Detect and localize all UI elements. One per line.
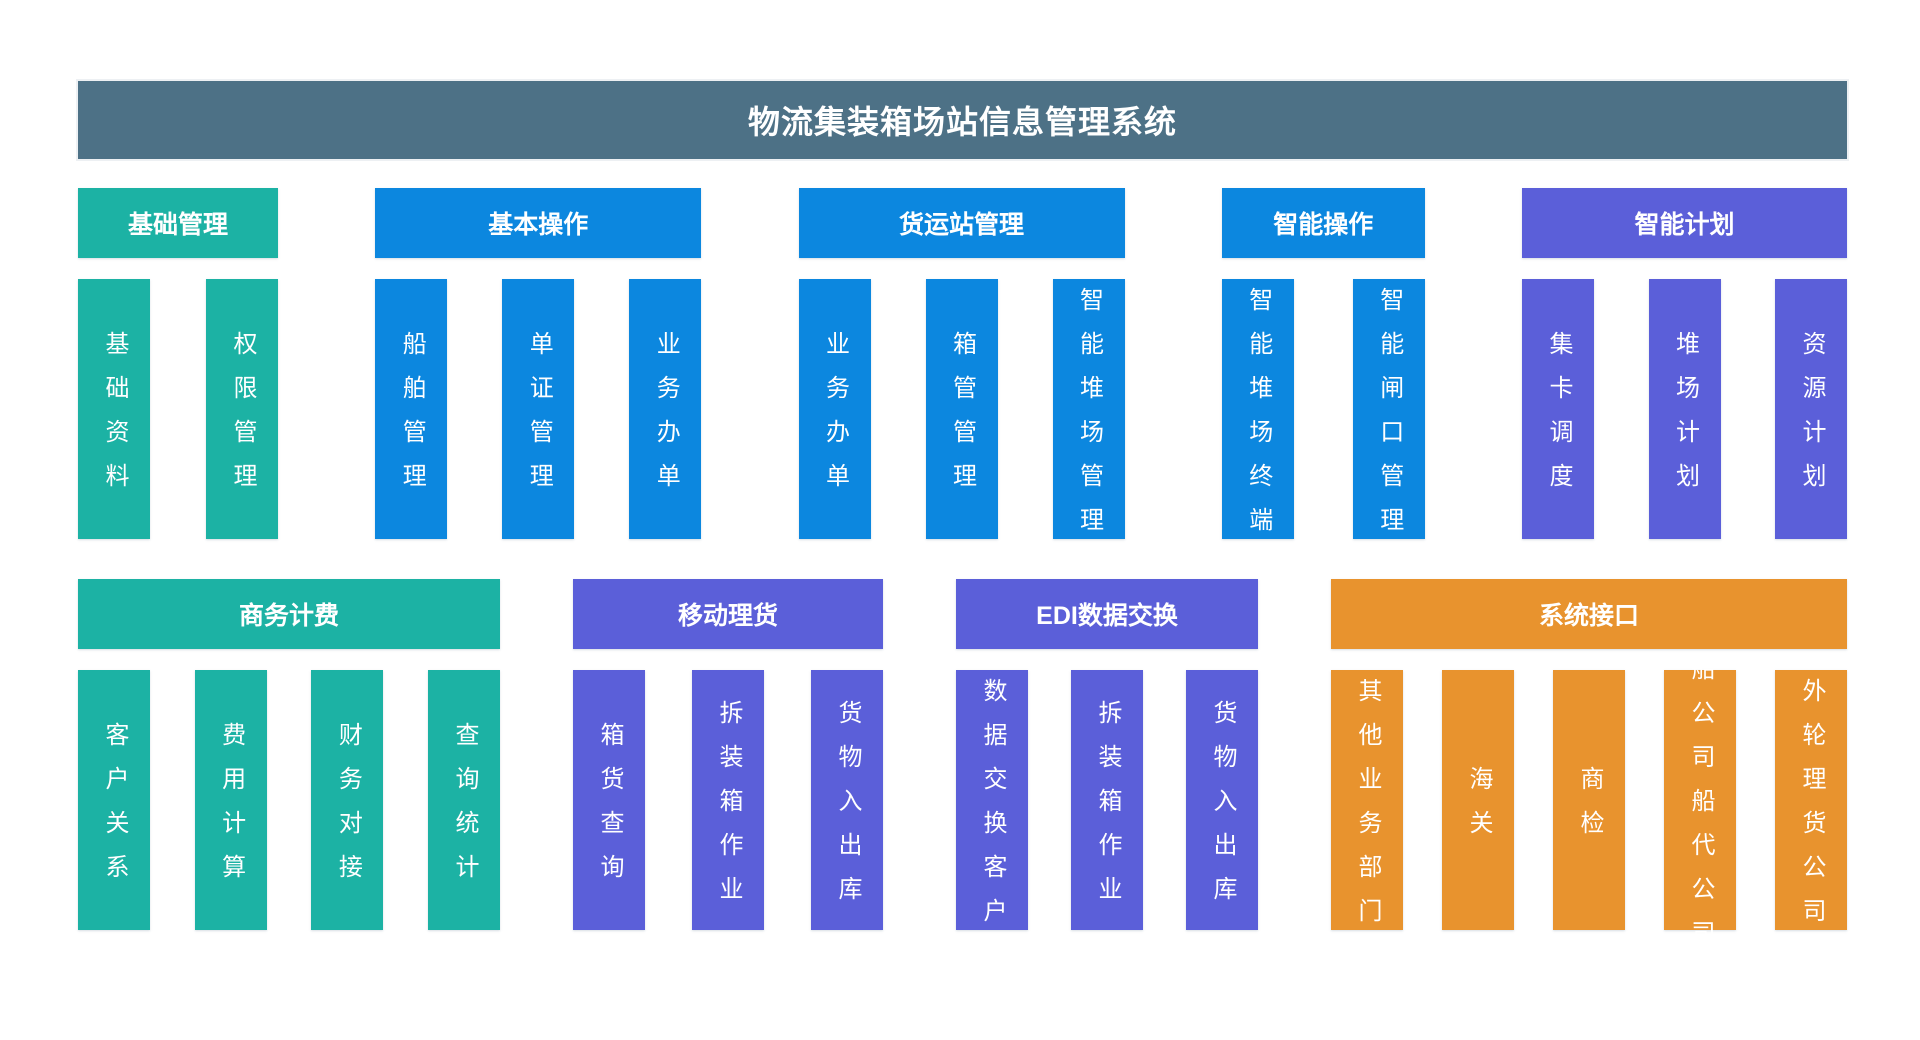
module-commodity-inspection: 商检 [1553,670,1625,930]
group-header-mobile-tally: 移动理货 [573,579,883,649]
system-title: 物流集装箱场站信息管理系统 [747,104,1177,140]
module-label: 其他业务部门 [1354,678,1381,942]
module-label: 查询统计 [450,722,478,898]
module-cargo-in-out-warehouse: 货物入出库 [811,670,883,930]
module-container-management: 箱管管理 [925,279,998,539]
module-label: 业务办单 [821,331,849,507]
module-label: 箱货查询 [596,722,623,898]
module-label: 基础资料 [101,331,128,507]
group-basic-management: 基础管理 基础资料 权限管理 [78,188,278,539]
group-header-intelligent-planning: 智能计划 [1522,188,1847,258]
module-truck-dispatch: 集卡调度 [1522,279,1594,539]
module-customs: 海关 [1442,670,1514,930]
chart-content: 物流集装箱场站信息管理系统 基础管理 基础资料 权限管理 基本操作 船舶管理 单… [78,81,1847,964]
group-freight-station-management: 货运站管理 业务办单 箱管管理 智能堆场管理 [798,188,1125,551]
group-business-billing: 商务计费 客户关系 费用计算 财务对接 查询统计 [78,579,500,930]
module-other-business-departments: 其他业务部门 [1331,670,1403,942]
module-label: 箱管管理 [948,331,976,507]
module-label: 货物入出库 [1209,700,1236,920]
module-label: 客户关系 [101,722,128,898]
module-customer-relations: 客户关系 [78,670,150,930]
module-business-order: 业务办单 [629,279,702,539]
module-basic-data: 基础资料 [78,279,150,539]
group-header-freight-station-management: 货运站管理 [798,188,1125,258]
module-finance-integration: 财务对接 [311,670,384,930]
group-columns: 船舶管理 单证管理 业务办单 [375,279,702,539]
module-label: 集卡调度 [1545,331,1572,507]
module-smart-gate-management: 智能闸口管理 [1352,279,1425,551]
module-foreign-vessel-tally-companies: 外轮理货公司 [1775,670,1847,942]
group-mobile-tally: 移动理货 箱货查询 拆装箱作业 货物入出库 [573,579,883,930]
group-header-edi-data-exchange: EDI数据交换 [956,579,1258,649]
group-basic-operations: 基本操作 船舶管理 单证管理 业务办单 [375,188,702,539]
module-document-management: 单证管理 [502,279,575,539]
group-header-intelligent-operations: 智能操作 [1221,188,1425,258]
module-query-statistics: 查询统计 [427,670,500,930]
module-label: 船舶管理 [398,331,426,507]
group-header-basic-management: 基础管理 [78,188,278,258]
module-label: 商检 [1576,766,1603,854]
system-title-bar: 物流集装箱场站信息管理系统 [78,81,1847,159]
module-label: 费用计算 [217,722,245,898]
group-columns: 其他业务部门 海关 商检 船公司船代公司 外轮理货公司 [1331,656,1847,964]
group-intelligent-planning: 智能计划 集卡调度 堆场计划 资源计划 [1522,188,1847,539]
group-system-interfaces: 系统接口 其他业务部门 海关 商检 船公司船代公司 外轮理货公司 [1331,579,1847,964]
module-label: 数据交换客户 [979,678,1006,942]
module-edi-stuffing-unstuffing: 拆装箱作业 [1071,670,1143,930]
group-columns: 集卡调度 堆场计划 资源计划 [1522,279,1847,539]
group-columns: 业务办单 箱管管理 智能堆场管理 [798,279,1125,551]
module-label: 智能闸口管理 [1375,287,1403,551]
module-stuffing-unstuffing: 拆装箱作业 [692,670,764,930]
module-label: 堆场计划 [1671,331,1699,507]
module-freight-business-order: 业务办单 [798,279,871,539]
module-smart-yard-management: 智能堆场管理 [1052,279,1125,551]
module-resource-planning: 资源计划 [1775,279,1847,539]
module-label: 货物入出库 [834,700,861,920]
module-shipping-agency-companies: 船公司船代公司 [1664,656,1736,964]
group-header-system-interfaces: 系统接口 [1331,579,1847,649]
module-label: 拆装箱作业 [715,700,742,920]
module-permission-management: 权限管理 [206,279,278,539]
group-header-basic-operations: 基本操作 [375,188,702,258]
chart-row-2: 商务计费 客户关系 费用计算 财务对接 查询统计 移动理货 箱货查询 拆装箱作业… [78,579,1847,964]
module-label: 拆装箱作业 [1094,700,1121,920]
module-label: 智能堆场终端 [1244,287,1272,551]
module-label: 财务对接 [334,722,362,898]
chart-row-1: 基础管理 基础资料 权限管理 基本操作 船舶管理 单证管理 业务办单 货运站管理… [78,188,1847,551]
group-edi-data-exchange: EDI数据交换 数据交换客户 拆装箱作业 货物入出库 [956,579,1258,942]
module-label: 单证管理 [525,331,553,507]
group-columns: 数据交换客户 拆装箱作业 货物入出库 [956,670,1258,942]
group-columns: 智能堆场终端 智能闸口管理 [1221,279,1425,551]
group-columns: 客户关系 费用计算 财务对接 查询统计 [78,670,500,930]
module-label: 智能堆场管理 [1075,287,1103,551]
module-label: 资源计划 [1798,331,1825,507]
module-label: 业务办单 [652,331,680,507]
group-intelligent-operations: 智能操作 智能堆场终端 智能闸口管理 [1221,188,1425,551]
group-columns: 箱货查询 拆装箱作业 货物入出库 [573,670,883,930]
module-label: 海关 [1465,766,1492,854]
module-fee-calculation: 费用计算 [194,670,267,930]
module-label: 权限管理 [229,331,256,507]
module-label: 船公司船代公司 [1687,656,1714,964]
module-yard-planning: 堆场计划 [1648,279,1721,539]
module-vessel-management: 船舶管理 [375,279,448,539]
module-smart-yard-terminal: 智能堆场终端 [1221,279,1294,551]
group-header-business-billing: 商务计费 [78,579,500,649]
module-edi-cargo-in-out-warehouse: 货物入出库 [1186,670,1258,930]
module-container-cargo-query: 箱货查询 [573,670,645,930]
module-label: 外轮理货公司 [1798,678,1825,942]
module-data-exchange-clients: 数据交换客户 [956,670,1028,942]
group-columns: 基础资料 权限管理 [78,279,278,539]
